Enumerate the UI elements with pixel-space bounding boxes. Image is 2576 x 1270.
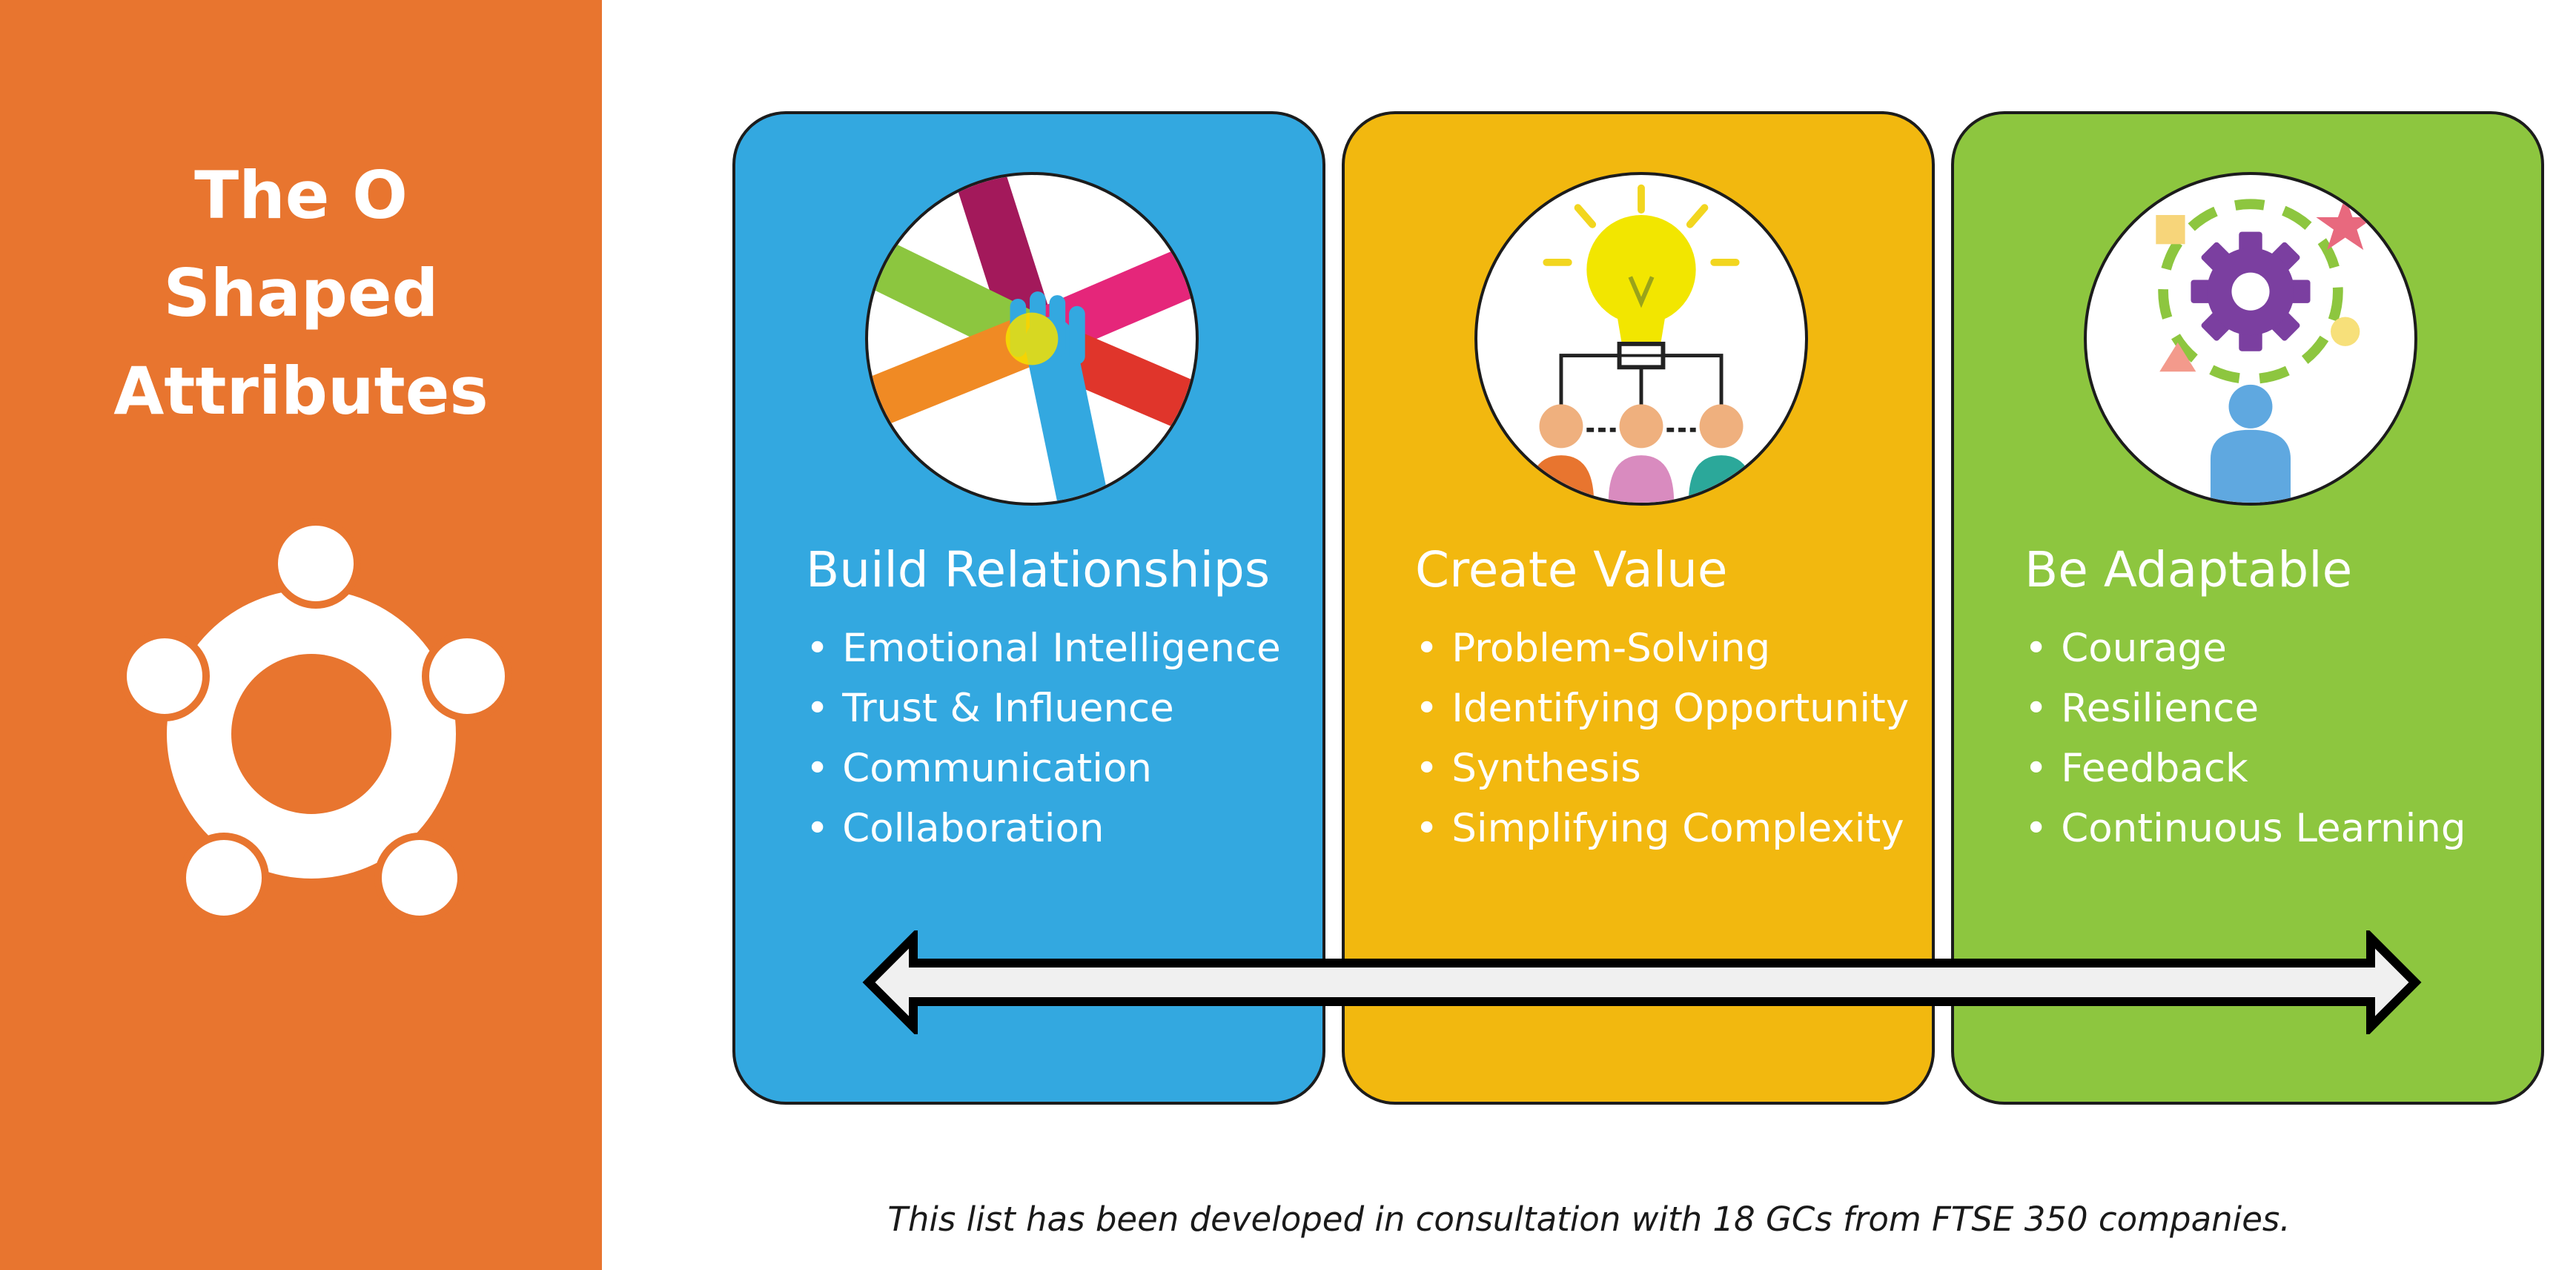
double-arrow-icon xyxy=(862,930,2422,1034)
list-item: Trust & Influence xyxy=(806,678,1315,738)
attribute-list: Courage Resilience Feedback Continuous L… xyxy=(2024,618,2534,859)
card-icon-circle xyxy=(865,172,1199,506)
list-item: Synthesis xyxy=(1415,738,1924,798)
gear-person-icon xyxy=(2156,196,2374,503)
list-item: Emotional Intelligence xyxy=(806,618,1315,678)
card-create-value: Create Value Problem-Solving Identifying… xyxy=(1342,111,1935,1105)
list-item: Simplifying Complexity xyxy=(1415,798,1924,859)
page-title: The O Shaped Attributes xyxy=(0,147,602,440)
title-line-2: Shaped xyxy=(163,255,439,331)
list-item: Courage xyxy=(2024,618,2534,678)
attribute-list: Emotional Intelligence Trust & Influence… xyxy=(806,618,1315,859)
footnote: This list has been developed in consulta… xyxy=(887,1200,2291,1239)
list-item: Collaboration xyxy=(806,798,1315,859)
list-item: Communication xyxy=(806,738,1315,798)
card-title: Build Relationships xyxy=(806,541,1271,598)
title-line-3: Attributes xyxy=(113,353,489,429)
list-item: Problem-Solving xyxy=(1415,618,1924,678)
title-line-1: The O xyxy=(194,157,408,234)
card-title: Create Value xyxy=(1415,541,1728,598)
card-build-relationships: Build Relationships Emotional Intelligen… xyxy=(732,111,1325,1105)
list-item: Feedback xyxy=(2024,738,2534,798)
card-be-adaptable: Be Adaptable Courage Resilience Feedback… xyxy=(1951,111,2544,1105)
hands-together-icon xyxy=(868,175,1196,503)
card-icon-circle xyxy=(2084,172,2417,506)
list-item: Identifying Opportunity xyxy=(1415,678,1924,738)
sidebar-panel: The O Shaped Attributes xyxy=(0,0,602,1270)
list-item: Resilience xyxy=(2024,678,2534,738)
card-title: Be Adaptable xyxy=(2024,541,2353,598)
card-icon-circle xyxy=(1474,172,1808,506)
attribute-list: Problem-Solving Identifying Opportunity … xyxy=(1415,618,1924,859)
people-circle-icon xyxy=(104,512,519,927)
lightbulb-team-icon xyxy=(1528,184,1755,503)
list-item: Continuous Learning xyxy=(2024,798,2534,859)
